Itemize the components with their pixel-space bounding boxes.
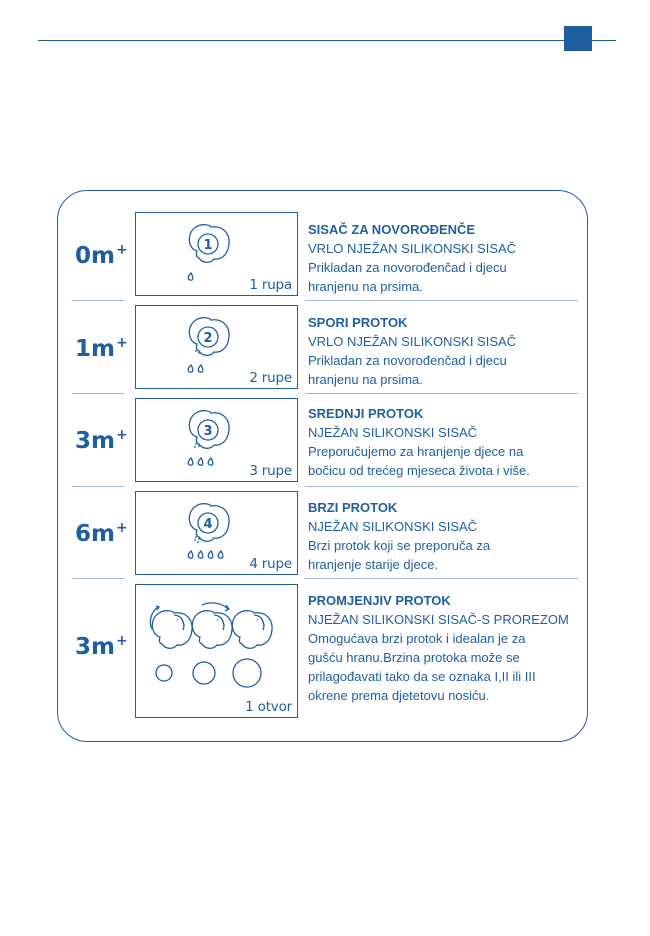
variable-flow-teat-icon bbox=[149, 602, 273, 688]
teat-title-1: SPORI PROTOK bbox=[308, 315, 408, 330]
teat-description-0: SISAČ ZA NOVOROĐENČE VRLO NJEŽAN SILIKON… bbox=[308, 220, 583, 296]
teat-title-0: SISAČ ZA NOVOROĐENČE bbox=[308, 222, 476, 237]
teat-3-icon: 3 bbox=[187, 410, 230, 466]
teat-illustration-4: 1 otvor bbox=[135, 584, 298, 718]
row-divider bbox=[72, 393, 124, 394]
teat-desc-3-line-2: hranjenje starije djece. bbox=[308, 557, 439, 572]
teat-illustration-1: 2 2 rupe bbox=[135, 305, 298, 389]
teat-desc-2-line-2: bočicu od trećeg mjeseca života i više. bbox=[308, 463, 530, 478]
teat-desc-1-line-1: Prikladan za novorođenčad i djecu bbox=[308, 353, 507, 368]
teat-desc-4-line-1: Omogućava brzi protok i idealan je za bbox=[308, 631, 526, 646]
hole-count-1: 2 rupe bbox=[249, 370, 292, 386]
teat-subtitle-0: VRLO NJEŽAN SILIKONSKI SISAČ bbox=[308, 241, 517, 256]
teat-chart-panel bbox=[57, 190, 588, 742]
teat-1-icon: 1 bbox=[187, 224, 230, 281]
age-label-1: 1m+ bbox=[75, 335, 128, 362]
teat-description-2: SREDNJI PROTOK NJEŽAN SILIKONSKI SISAČ P… bbox=[308, 404, 583, 480]
row-divider bbox=[305, 486, 578, 487]
age-label-3: 6m+ bbox=[75, 520, 128, 547]
teat-title-3: BRZI PROTOK bbox=[308, 500, 398, 515]
teat-desc-0-line-2: hranjenu na prsima. bbox=[308, 279, 423, 294]
hole-count-4: 1 otvor bbox=[245, 699, 292, 715]
teat-subtitle-2: NJEŽAN SILIKONSKI SISAČ bbox=[308, 425, 478, 440]
teat-number-0: 1 bbox=[203, 238, 212, 253]
teat-number-1: 2 bbox=[203, 331, 212, 346]
teat-desc-4-line-4: okrene prema djetetovu nosiću. bbox=[308, 688, 490, 703]
teat-2-icon: 2 bbox=[187, 317, 230, 373]
teat-number-3: 4 bbox=[203, 517, 212, 532]
row-divider bbox=[72, 486, 124, 487]
row-divider bbox=[305, 393, 578, 394]
hole-count-0: 1 rupa bbox=[249, 277, 292, 293]
teat-subtitle-4: NJEŽAN SILIKONSKI SISAČ-S PROREZOM bbox=[308, 612, 569, 627]
row-divider bbox=[305, 300, 578, 301]
row-divider bbox=[72, 300, 124, 301]
teat-desc-4-line-2: gušću hranu.Brzina protoka može se bbox=[308, 650, 520, 665]
teat-description-1: SPORI PROTOK VRLO NJEŽAN SILIKONSKI SISA… bbox=[308, 313, 583, 389]
teat-description-3: BRZI PROTOK NJEŽAN SILIKONSKI SISAČ Brzi… bbox=[308, 498, 583, 574]
teat-illustration-0: 1 1 rupa bbox=[135, 212, 298, 296]
hole-count-3: 4 rupe bbox=[249, 556, 292, 572]
age-label-2: 3m+ bbox=[75, 427, 128, 454]
row-divider bbox=[72, 578, 124, 579]
teat-illustration-2: 3 3 rupe bbox=[135, 398, 298, 482]
teat-description-4: PROMJENJIV PROTOK NJEŽAN SILIKONSKI SISA… bbox=[308, 591, 583, 705]
teat-subtitle-1: VRLO NJEŽAN SILIKONSKI SISAČ bbox=[308, 334, 517, 349]
teat-subtitle-3: NJEŽAN SILIKONSKI SISAČ bbox=[308, 519, 478, 534]
teat-desc-2-line-1: Preporučujemo za hranjenje djece na bbox=[308, 444, 524, 459]
age-label-4: 3m+ bbox=[75, 633, 128, 660]
teat-illustration-3: 4 4 rupe bbox=[135, 491, 298, 575]
header-rule bbox=[38, 40, 616, 41]
row-divider bbox=[305, 578, 578, 579]
teat-desc-3-line-1: Brzi protok koji se preporuča za bbox=[308, 538, 491, 553]
teat-title-4: PROMJENJIV PROTOK bbox=[308, 593, 451, 608]
hole-count-2: 3 rupe bbox=[249, 463, 292, 479]
age-label-0: 0m+ bbox=[75, 242, 128, 269]
teat-desc-4-line-3: prilagođavati tako da se oznaka I,II ili… bbox=[308, 669, 536, 684]
teat-number-2: 3 bbox=[203, 424, 212, 439]
page-marker-square bbox=[564, 26, 592, 51]
teat-desc-0-line-1: Prikladan za novorođenčad i djecu bbox=[308, 260, 507, 275]
teat-desc-1-line-2: hranjenu na prsima. bbox=[308, 372, 423, 387]
teat-title-2: SREDNJI PROTOK bbox=[308, 406, 424, 421]
teat-4-icon: 4 bbox=[187, 503, 230, 559]
